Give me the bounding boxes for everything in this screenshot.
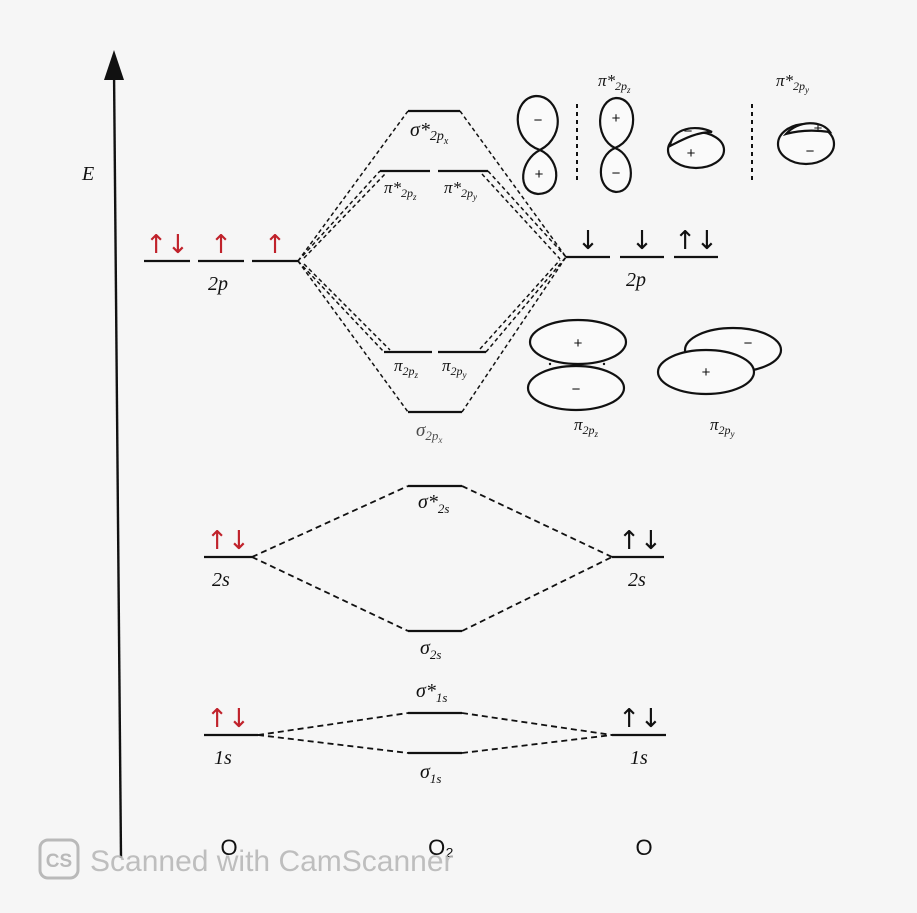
mo-pi-star-2py-label: π*2py xyxy=(444,178,477,202)
right-2p-electrons-1: ↓ xyxy=(577,226,599,256)
energy-axis xyxy=(112,69,123,859)
left-2p-electrons-1: ↑↓ xyxy=(145,230,189,260)
mo-sigma-star-1s-label: σ*1s xyxy=(416,680,447,705)
camscanner-logo-icon xyxy=(38,838,80,880)
mo-sigma-1s-label: σ1s xyxy=(420,761,441,786)
right-1s-electrons: ↑↓ xyxy=(618,704,662,734)
left-1s-electrons: ↑↓ xyxy=(206,704,250,734)
pi-star-2py-caption: π*2py xyxy=(776,71,809,95)
pi-2py-orbital-picture: − + xyxy=(656,326,783,396)
mo-pi-star-2pz-label: π*2pz xyxy=(384,178,417,202)
pi-star-2pz-caption: π*2pz xyxy=(598,71,631,95)
energy-axis-arrowhead-icon xyxy=(104,50,124,80)
left-atom-name: O xyxy=(220,835,237,860)
pi-star-2py-orbital-picture: − + + − xyxy=(666,104,836,184)
svg-text:+: + xyxy=(574,335,583,352)
svg-text:+: + xyxy=(612,110,621,127)
camscanner-watermark: CS Scanned with CamScanner xyxy=(38,838,454,880)
right-2p-electrons-3: ↑↓ xyxy=(674,226,718,256)
svg-text:+: + xyxy=(814,120,823,137)
mo-sigma-star-2px-label: σ*2px xyxy=(410,119,449,147)
left-2s-label: 2s xyxy=(212,569,230,591)
pi-star-2pz-orbital-picture: − + + − xyxy=(516,94,635,196)
right-2p-label: 2p xyxy=(626,269,646,291)
energy-axis-label: E xyxy=(81,163,94,185)
watermark-text: Scanned with CamScanner xyxy=(90,845,454,878)
svg-text:−: − xyxy=(572,381,581,398)
left-2s-electrons: ↑↓ xyxy=(206,526,250,556)
right-atom-name: O xyxy=(635,835,652,860)
pi-2pz-caption: π2pz xyxy=(574,415,599,439)
mo-pi-2pz-label: π2pz xyxy=(394,356,419,380)
molecule-name: O₂ xyxy=(428,835,454,860)
pi-2py-caption: π2py xyxy=(710,415,735,439)
right-1s-label: 1s xyxy=(630,747,648,769)
svg-text:−: − xyxy=(684,123,693,140)
correlation-lines-2p xyxy=(297,110,567,413)
svg-text:+: + xyxy=(702,364,711,381)
svg-text:−: − xyxy=(612,165,621,182)
svg-text:−: − xyxy=(534,112,543,129)
watermark-badge: CS xyxy=(46,851,72,872)
correlation-lines-1s xyxy=(257,712,613,754)
svg-text:−: − xyxy=(744,335,753,352)
right-2s-electrons: ↑↓ xyxy=(618,526,662,556)
left-2p-electrons-3: ↑ xyxy=(264,230,286,260)
right-2s-label: 2s xyxy=(628,569,646,591)
mo-pi-2py-label: π2py xyxy=(442,356,467,380)
left-1s-label: 1s xyxy=(214,747,232,769)
mo-sigma-2px-label: σ2px xyxy=(416,420,442,445)
left-2p-electrons-2: ↑ xyxy=(210,230,232,260)
svg-text:+: + xyxy=(687,145,696,162)
svg-text:+: + xyxy=(535,166,544,183)
left-2p-label: 2p xyxy=(208,273,228,295)
pi-2pz-orbital-picture: + − xyxy=(526,318,628,412)
mo-sigma-star-2s-label: σ*2s xyxy=(418,491,449,516)
correlation-lines-2s xyxy=(251,485,613,632)
right-2p-electrons-2: ↓ xyxy=(631,226,653,256)
svg-text:−: − xyxy=(806,143,815,160)
mo-sigma-2s-label: σ2s xyxy=(420,637,441,662)
